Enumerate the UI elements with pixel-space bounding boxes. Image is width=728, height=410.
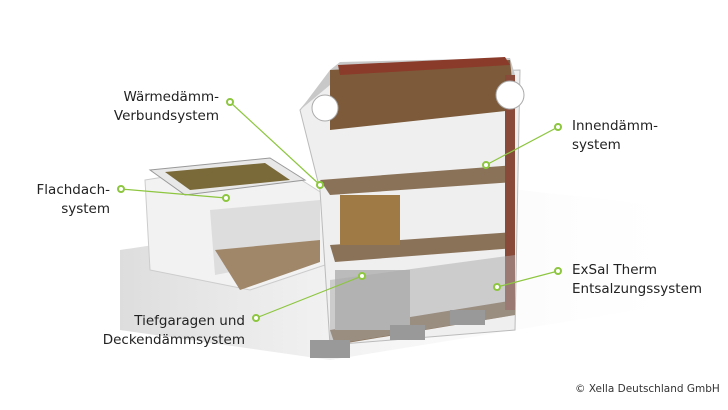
copyright: © Xella Deutschland GmbH — [575, 383, 720, 395]
label-line: system — [572, 137, 621, 153]
annex-building — [144, 157, 326, 291]
label-line: Entsalzungssystem — [572, 281, 703, 297]
label-flachdach: Flachdach- system — [37, 181, 110, 219]
label-line: system — [61, 201, 110, 217]
label-line: Verbundsystem — [113, 108, 219, 124]
roof-tiles — [338, 57, 510, 75]
callout-lines — [120, 101, 559, 319]
label-waermedaemm: Wärmedämm- Verbundsystem — [114, 88, 219, 126]
label-line: Deckendämmsystem — [102, 332, 245, 348]
main-building — [299, 57, 525, 358]
callout-dots — [117, 98, 562, 322]
label-exsal: ExSal Therm Entsalzungssystem — [572, 261, 702, 299]
label-line: Wärmedämm- — [123, 89, 219, 105]
label-line: Innendämm- — [572, 118, 658, 134]
roof-structure — [330, 60, 515, 130]
label-tiefgaragen: Tiefgaragen und Deckendämmsystem — [103, 312, 245, 350]
label-line: Flachdach- — [36, 182, 110, 198]
label-line: Tiefgaragen und — [134, 313, 245, 329]
label-innendaemm: Innendämm- system — [572, 117, 658, 155]
label-line: ExSal Therm — [572, 262, 657, 278]
brick-wall — [505, 75, 515, 310]
green-roof — [165, 163, 290, 190]
